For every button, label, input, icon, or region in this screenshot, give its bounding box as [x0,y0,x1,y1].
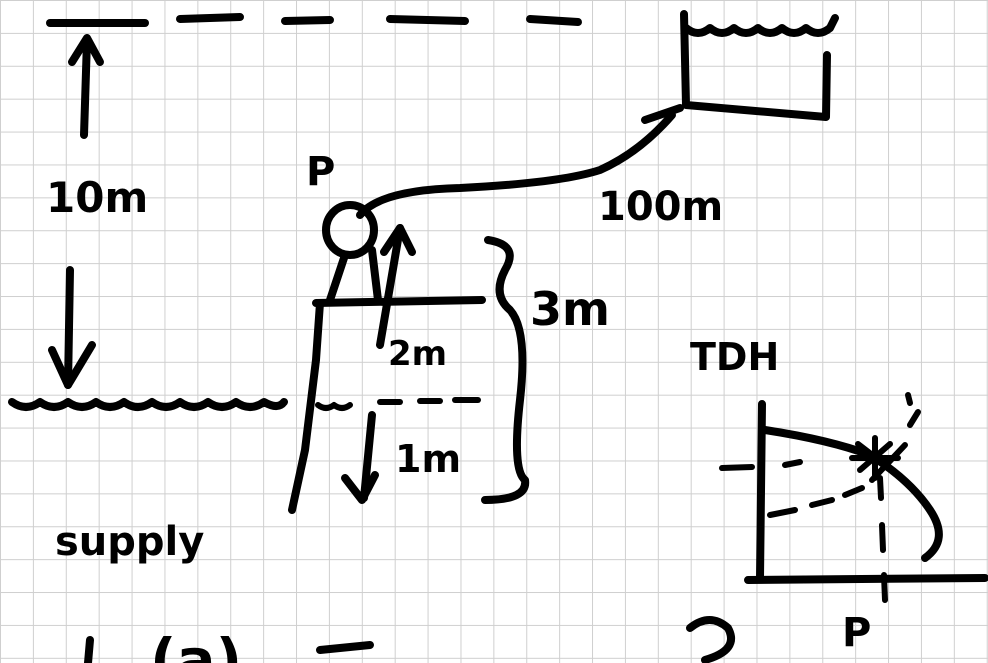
bottom-partial-stroke [84,636,94,663]
dashed-water-line [315,397,481,411]
graph-x-axis [744,574,988,584]
graph-x-label: P [842,610,871,656]
arrow-2m [376,224,416,349]
system-curve-dashed [767,409,921,518]
graph-y-axis [756,400,766,582]
suction-pipe-wall [288,299,324,514]
tank-water-surface [682,14,839,37]
graph-tick-mark [782,459,803,468]
operating-point-dash [877,475,888,603]
tank-body [680,10,831,121]
height-arrow-up [68,34,104,139]
graph-y-tick [719,464,755,471]
pipe-entry [641,104,684,124]
label-2m: 2m [388,334,447,374]
graph-y-label: TDH [690,335,779,379]
pump-legs [326,246,382,304]
delivery-pipe [356,111,676,219]
operating-point-star [849,435,901,481]
supply-label: supply [55,519,204,565]
graph-tick-mark-upper [905,392,913,406]
label-1m: 1m [395,437,461,481]
supply-water-surface [8,398,288,411]
top-reference-line [46,13,582,27]
height-label-10m: 10m [46,173,148,222]
height-arrow-down [48,266,96,389]
bottom-partial-text: (a) [150,626,242,663]
pump-curve [761,426,943,562]
bottom-partial-stroke-3 [686,616,736,663]
bottom-partial-stroke-2 [316,641,374,654]
pump-platform [312,296,486,307]
pump-label-p: P [306,149,335,195]
pipe-length-label: 100m [598,184,723,230]
pump-circle [322,201,378,259]
brace-3m [481,236,530,504]
arrow-1m [341,411,379,504]
label-3m: 3m [530,282,610,336]
